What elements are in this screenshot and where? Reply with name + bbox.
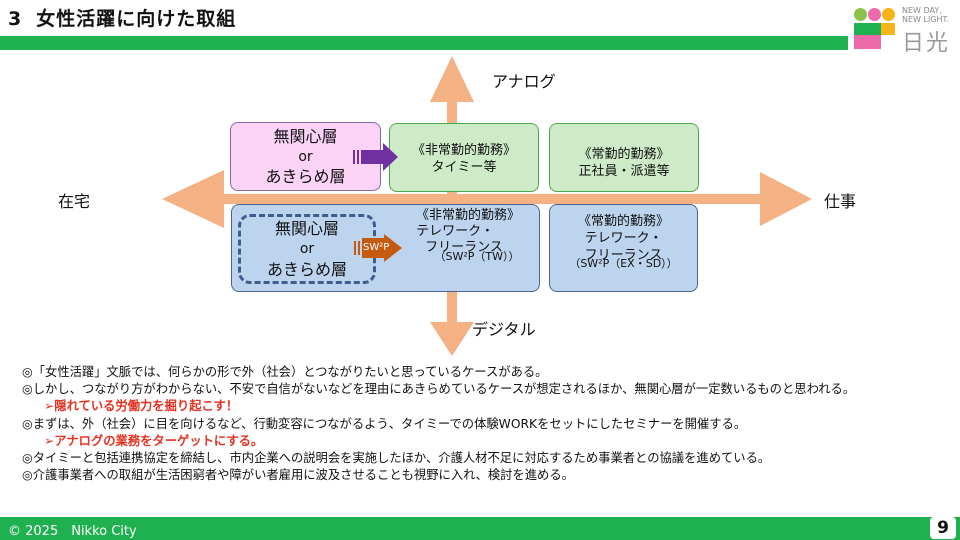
sw2p-arrow-label: SW²P	[363, 242, 390, 253]
logo-square-yellow	[881, 23, 895, 35]
logo-name: 日光	[902, 31, 951, 56]
logo-square-green	[854, 23, 881, 35]
note-highlight-2: ➢アナログの業務をターゲットにする。	[44, 433, 264, 448]
axis-label-digital: デジタル	[472, 320, 536, 339]
note-line-2: ◎しかし、つながり方がわからない、不安で自信がないなどを理由にあきらめているケー…	[22, 382, 856, 397]
box-upper-indifferent: 無関心層 or あきらめ層	[230, 122, 381, 191]
box-lower-parttime-text: 《非常勤的勤務》 テレワーク・ フリーランス （SW²P（TW））	[415, 208, 520, 263]
box-lower-fulltime: 《常勤的勤務》 テレワーク・ フリーランス （SW²P（EX・SD））	[549, 204, 698, 292]
page-number-badge: 9	[930, 517, 956, 539]
logo-dot-green	[854, 8, 867, 21]
axis-label-home: 在宅	[58, 192, 91, 211]
section-title: 女性活躍に向けた取組	[36, 8, 237, 30]
nikko-logo: NEW DAY,NEW LIGHT. 日光	[852, 4, 956, 56]
logo-tagline: NEW DAY,NEW LIGHT.	[902, 6, 950, 24]
box-upper-fulltime: 《常勤的勤務》 正社員・派遣等	[549, 123, 699, 192]
logo-dot-pink	[868, 8, 881, 21]
note-line-3: ◎まずは、外（社会）に目を向けるなど、行動変容につながるよう、タイミーでの体験W…	[22, 416, 747, 431]
box-upper-parttime: 《非常勤的勤務》 タイミー等	[389, 123, 539, 192]
horizontal-axis-bar	[220, 194, 768, 204]
notes-section: ◎「女性活躍」文脈では、何らかの形で外（社会）とつながりたいと思っているケースが…	[22, 364, 952, 484]
logo-square-pink	[854, 35, 881, 49]
note-line-4: ◎タイミーと包括連携協定を締結し、市内企業への説明会を実施したほか、介護人材不足…	[22, 451, 771, 466]
page-title: 3 女性活躍に向けた取組	[8, 4, 236, 31]
axis-label-analog: アナログ	[492, 72, 556, 91]
down-arrow-head	[430, 322, 474, 356]
header-bar	[0, 36, 848, 50]
footer-bar: © 2025 Nikko City	[0, 517, 960, 540]
note-line-1: ◎「女性活躍」文脈では、何らかの形で外（社会）とつながりたいと思っているケースが…	[22, 365, 548, 379]
note-line-5: ◎介護事業者への取組が生活困窮者や障がい者雇用に波及させることも視野に入れ、検討…	[22, 468, 574, 483]
page-number: 9	[937, 518, 949, 538]
left-arrow-head	[162, 170, 224, 228]
copyright: © 2025 Nikko City	[8, 524, 137, 539]
section-number: 3	[8, 8, 23, 30]
note-highlight-1: ➢隠れている労働力を掘り起こす！	[44, 399, 239, 414]
right-arrow-head	[760, 172, 812, 226]
logo-dot-yellow	[882, 8, 895, 21]
up-arrow-head	[430, 56, 474, 102]
axis-label-work: 仕事	[824, 192, 857, 211]
